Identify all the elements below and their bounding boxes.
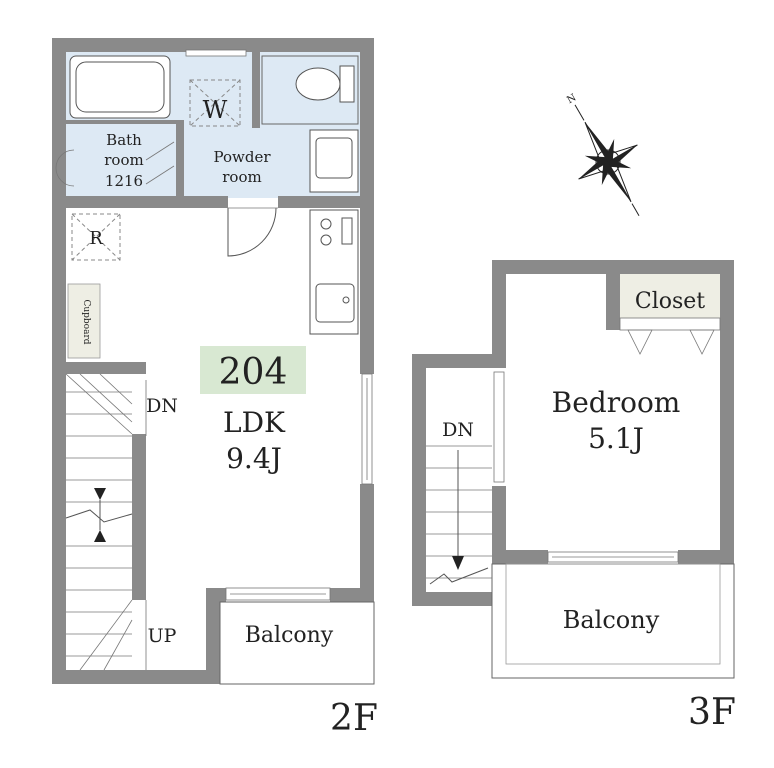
- compass-north-mark: N: [565, 92, 578, 106]
- stairs-down-label-2f: DN: [146, 395, 178, 417]
- wall-3f-right: [720, 260, 734, 564]
- floor-label-2f: 2F: [330, 698, 378, 739]
- wall-toilet: [252, 52, 260, 128]
- stairs-down-label-3f: DN: [442, 419, 474, 441]
- washer-label: W: [203, 96, 228, 124]
- staircase-2f: [65, 373, 147, 671]
- bathroom-label-1: Bath: [106, 131, 142, 149]
- powder-room-label-1: Powder: [213, 148, 271, 166]
- bathtub: [69, 55, 171, 119]
- bathroom-label-2: room: [104, 151, 143, 169]
- arrow-up-icon: [94, 530, 106, 542]
- closet-door-right: [689, 329, 715, 355]
- wall-stairs-3f-left: [412, 354, 426, 606]
- fridge-label: R: [89, 228, 103, 249]
- fridge-space: [71, 213, 121, 261]
- wall-balcony-left: [206, 588, 220, 684]
- balcony-2f: [219, 601, 375, 685]
- wall-bath-tub: [66, 120, 184, 124]
- wall-wet-divider-left: [52, 196, 228, 208]
- floor-3f: Closet Bedroom 5.1J DN Balcony 3F: [412, 260, 736, 733]
- closet-door-left: [627, 329, 653, 355]
- closet-label: Closet: [635, 289, 705, 314]
- arrow-down-icon: [94, 488, 106, 500]
- balcony-3f: [491, 563, 735, 679]
- window-stairs-3f: [493, 371, 505, 483]
- wall-bath-powder: [176, 120, 184, 198]
- ldk-label: LDK: [223, 406, 286, 439]
- wall-3f-left-upper: [492, 260, 506, 356]
- wall-wet-divider-right: [278, 196, 374, 208]
- cupboard-label: Cupboard: [81, 299, 91, 344]
- toilet-tank: [339, 65, 355, 103]
- wall-stairs-3f-top: [412, 354, 506, 368]
- balcony-label-2f: Balcony: [245, 623, 334, 648]
- powder-room-label-2: room: [222, 168, 261, 186]
- staircase-3f: [426, 445, 492, 585]
- ldk-size: 9.4J: [226, 442, 282, 475]
- balcony-label-3f: Balcony: [563, 606, 660, 634]
- bathroom-label-3: 1216: [105, 172, 143, 190]
- floor-label-3f: 3F: [688, 692, 736, 733]
- wall-2f-bottom: [52, 670, 220, 684]
- wall-2f-right-lower: [360, 484, 374, 602]
- wall-balcony-top-right: [330, 588, 374, 602]
- bath-door: [55, 149, 75, 187]
- wall-stairs-top: [52, 362, 146, 374]
- wall-stairs-3f-bottom: [412, 592, 506, 606]
- unit-number-badge: [200, 346, 306, 394]
- washer-space: [189, 79, 241, 127]
- wall-stairs-center: [132, 434, 146, 600]
- window-top: [185, 49, 247, 57]
- cupboard: [67, 283, 101, 359]
- ldk-door: [227, 207, 277, 257]
- bedroom-label: Bedroom: [552, 386, 681, 419]
- wall-3f-top: [492, 260, 734, 274]
- compass-rose-icon: N: [565, 92, 640, 216]
- kitchen-counter: [309, 209, 359, 335]
- unit-number: 204: [219, 352, 288, 393]
- closet: [620, 274, 720, 318]
- wall-3f-bottom-left: [492, 550, 548, 564]
- bedroom-size: 5.1J: [588, 422, 644, 455]
- bathtub-inner: [75, 61, 165, 113]
- floor-2f: Bath room 1216 W Powder room R Cupboard …: [52, 38, 378, 739]
- wall-balcony-top-left: [206, 588, 226, 602]
- wall-2f-top: [52, 38, 374, 52]
- powder-sink: [309, 129, 359, 193]
- toilet-bowl: [295, 67, 341, 101]
- wall-2f-left: [52, 38, 66, 684]
- wall-closet: [606, 274, 620, 330]
- stairs-up-label-2f: UP: [148, 625, 177, 647]
- arrow-down-3f-icon: [452, 556, 464, 570]
- wall-3f-bottom-right: [678, 550, 734, 564]
